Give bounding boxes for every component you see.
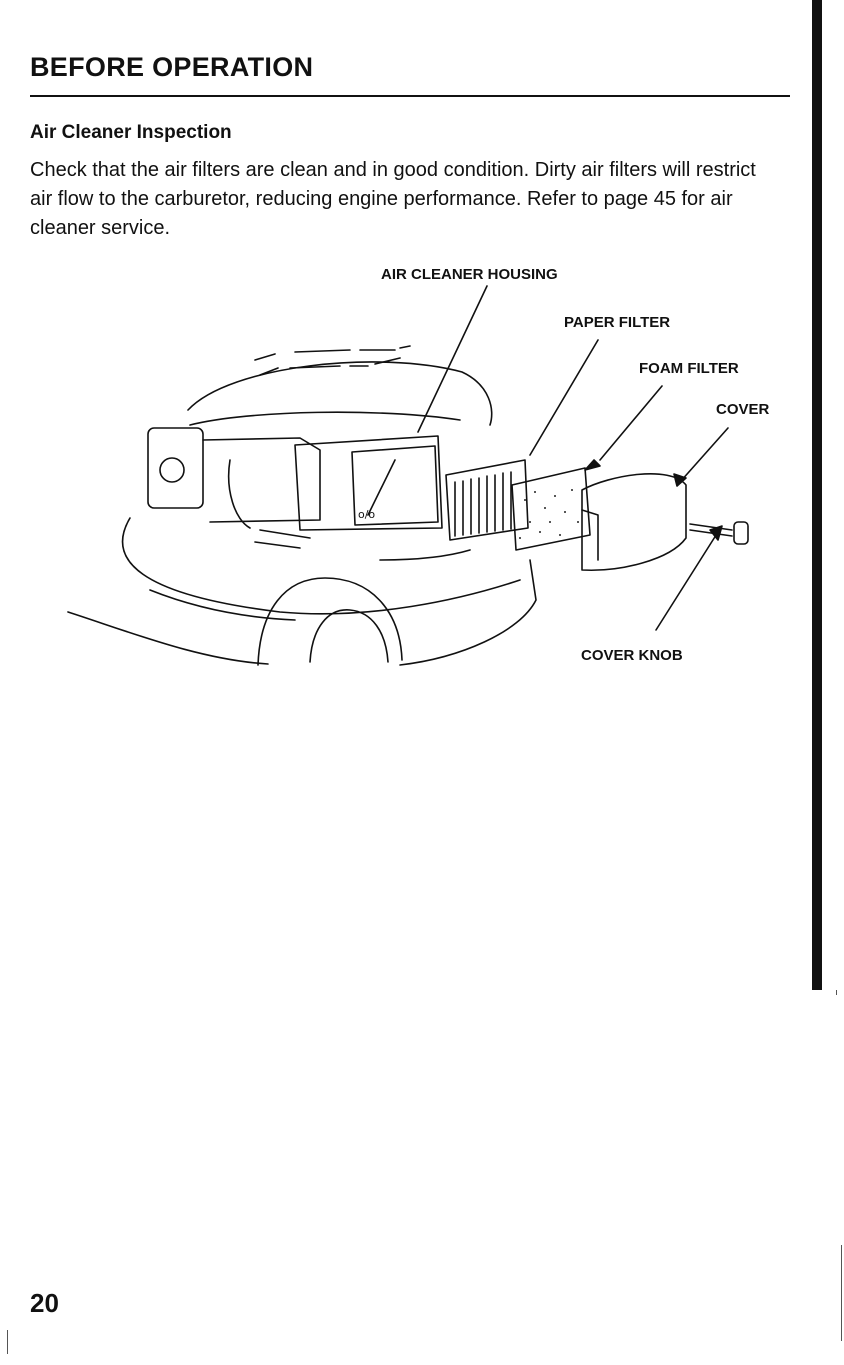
label-foam-filter: FOAM FILTER <box>639 360 739 377</box>
page-header: BEFORE OPERATION <box>30 52 313 83</box>
label-air-cleaner-housing: AIR CLEANER HOUSING <box>381 266 558 283</box>
label-paper-filter: PAPER FILTER <box>564 314 670 331</box>
label-cover-knob: COVER KNOB <box>581 647 683 664</box>
header-rule <box>30 95 790 97</box>
section-title: Air Cleaner Inspection <box>30 122 232 144</box>
mower-drawing: o/o <box>50 260 810 690</box>
corner-mark <box>7 1330 8 1354</box>
section-body: Check that the air filters are clean and… <box>30 156 770 243</box>
page-edge-mark <box>841 1245 842 1341</box>
label-cover: COVER <box>716 401 769 418</box>
page-edge-bar <box>812 0 822 990</box>
air-cleaner-illustration: o/o AIR CLEANER HOUSING PAPER FILTER F <box>50 260 810 690</box>
page-edge-tick <box>836 990 837 995</box>
page-number: 20 <box>30 1288 59 1319</box>
svg-text:o/o: o/o <box>358 508 375 521</box>
